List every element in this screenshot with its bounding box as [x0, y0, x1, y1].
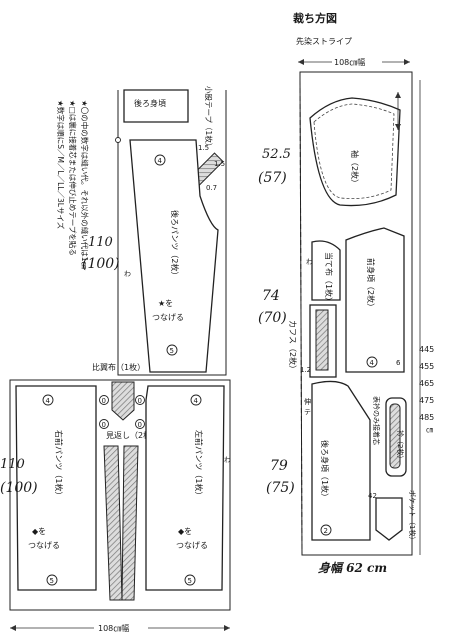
facing-label: 見返し（2枚） [106, 430, 159, 440]
collar-piece: 表衿のみ接着芯 衿（2枚） [372, 396, 407, 477]
right-front-allowance-5: 5 [50, 577, 54, 585]
back-bodice-allowance: 2 [324, 527, 328, 535]
back-bodice-top-label: 後ろ身頃 [134, 98, 166, 108]
fabric-name: 先染ストライプ [296, 36, 352, 46]
size-485: 485 [419, 413, 434, 422]
front-bodice-allowance-6: 6 [396, 359, 401, 367]
pocket-piece: ポケット（1枚） 42 [368, 490, 417, 543]
hand-79: 79 [270, 458, 288, 474]
left-front-diamond: ◆を [178, 527, 192, 536]
fold-line-right [299, 79, 303, 556]
hand-110-bottom: 110 [0, 457, 25, 472]
fabric-outline-left-bottom [9, 379, 231, 611]
size-445: 445 [419, 345, 434, 354]
top-width-label: 108㎝幅 [334, 57, 365, 67]
cuff-label: カフス（2枚） [288, 320, 298, 373]
bottom-width-dimension: 108㎝幅 [10, 623, 230, 633]
size-lengths: 445 455 465 475 485 ㎝ [419, 345, 434, 434]
back-bodice-piece: 後ろ身頃（1枚） 2 [311, 380, 371, 541]
front-bodice-allowance: 4 [370, 359, 375, 367]
size-465: 465 [419, 379, 434, 388]
patch-piece: 当て布（1枚） [311, 240, 341, 305]
pocket-allowance-42: 42 [368, 492, 377, 500]
allowance-1-2: 1.2 [300, 366, 311, 374]
facing-allowance-0b: 0 [138, 421, 142, 429]
hand-100-top: (100) [82, 256, 120, 272]
back-pants-star: ★を [158, 299, 173, 308]
note-2: ★□は裏に接着芯または伸び止めテープを貼る [68, 100, 78, 256]
collar-interfacing-label: 表衿のみ接着芯 [372, 396, 381, 445]
note-1: ★〇の中の数字は縫い代。それ以外の縫い代は1㎝ [80, 100, 90, 269]
allowance-0-7: 0.7 [206, 184, 217, 192]
hand-57: (57) [258, 170, 287, 186]
left-front-join: つなげる [176, 541, 208, 550]
fly-shield-piece: 0 0 [99, 381, 145, 421]
sleeve-label: 袖（2枚） [350, 150, 360, 187]
sleeve-piece: 袖（2枚） [309, 92, 401, 207]
back-pants-label: 後ろパンツ（2枚） [170, 210, 180, 280]
cuff-piece: カフス（2枚） [288, 304, 337, 378]
patch-label: 当て布（1枚） [324, 252, 334, 305]
hand-75: (75) [266, 480, 295, 496]
pocket-label: ポケット（1枚） [408, 490, 417, 543]
hand-100-bottom: (100) [0, 480, 38, 496]
right-front-allowance-4: 4 [46, 397, 51, 405]
notes-block: ★〇の中の数字は縫い代。それ以外の縫い代は1㎝ ★□は裏に接着芯または伸び止めテ… [56, 100, 90, 269]
hand-70: (70) [258, 310, 287, 326]
allowance-1-5: 1.5 [198, 144, 209, 152]
fly-shield-label: 比翼布（1枚） [92, 362, 145, 372]
back-pants-allowance-4: 4 [158, 157, 163, 165]
left-front-pants-piece: 4 左前パンツ（1枚） ◆を つなげる 5 [145, 385, 225, 591]
hand-body-width: 身幅 62 cm [318, 561, 387, 575]
size-455: 455 [419, 362, 434, 371]
fold-mark-left-bottom: わ [224, 456, 231, 464]
back-pants-piece: 4 後ろパンツ（2枚） ★を つなげる 5 [129, 139, 219, 373]
bottom-width-label: 108㎝幅 [98, 623, 129, 633]
left-front-label: 左前パンツ（1枚） [194, 430, 204, 500]
fly-allowance-0b: 0 [138, 397, 142, 405]
back-bodice-label: 後ろ身頃（1枚） [320, 440, 330, 501]
hand-52-5: 52.5 [262, 147, 291, 162]
front-bodice-piece: 前身頃（2枚） 4 6 [345, 227, 405, 373]
facing-allowance-0a: 0 [102, 421, 106, 429]
fly-allowance-0a: 0 [102, 397, 106, 405]
left-front-allowance-5: 5 [188, 577, 192, 585]
fold-mark-left-top: わ [124, 270, 131, 278]
left-front-allowance-4: 4 [194, 397, 199, 405]
back-pants-join: つなげる [152, 313, 184, 322]
allowance-1-5b: 1.5 [214, 160, 225, 168]
fabric-outline-left-top [117, 90, 227, 376]
right-front-join: つなげる [28, 541, 60, 550]
back-pants-allowance-5: 5 [170, 347, 174, 355]
front-bodice-label: 前身頃（2枚） [366, 258, 376, 311]
note-3: ★数字は順にS／M／L／LL／3Lサイズ [56, 100, 66, 230]
right-front-label: 右前パンツ（1枚） [54, 430, 64, 500]
fold-mark-right-1: わ [306, 258, 313, 266]
right-front-diamond: ◆を [32, 527, 46, 536]
hand-110-top: 110 [88, 235, 113, 250]
collar-label: 衿（2枚） [396, 430, 405, 462]
diagram-title: 裁ち方図 [293, 11, 337, 25]
right-front-pants-piece: 4 右前パンツ（1枚） ◆を つなげる 5 [15, 385, 97, 591]
hand-74: 74 [262, 288, 280, 304]
size-475: 475 [419, 396, 434, 405]
facing-pieces: 見返し（2枚） 0 0 [99, 419, 159, 601]
back-bodice-top: 後ろ身頃 [123, 89, 189, 123]
size-unit: ㎝ [426, 426, 433, 434]
crotch-tape-label: 小股テープ（1枚） [204, 86, 214, 150]
top-width-dimension: 108㎝幅 [298, 57, 410, 67]
